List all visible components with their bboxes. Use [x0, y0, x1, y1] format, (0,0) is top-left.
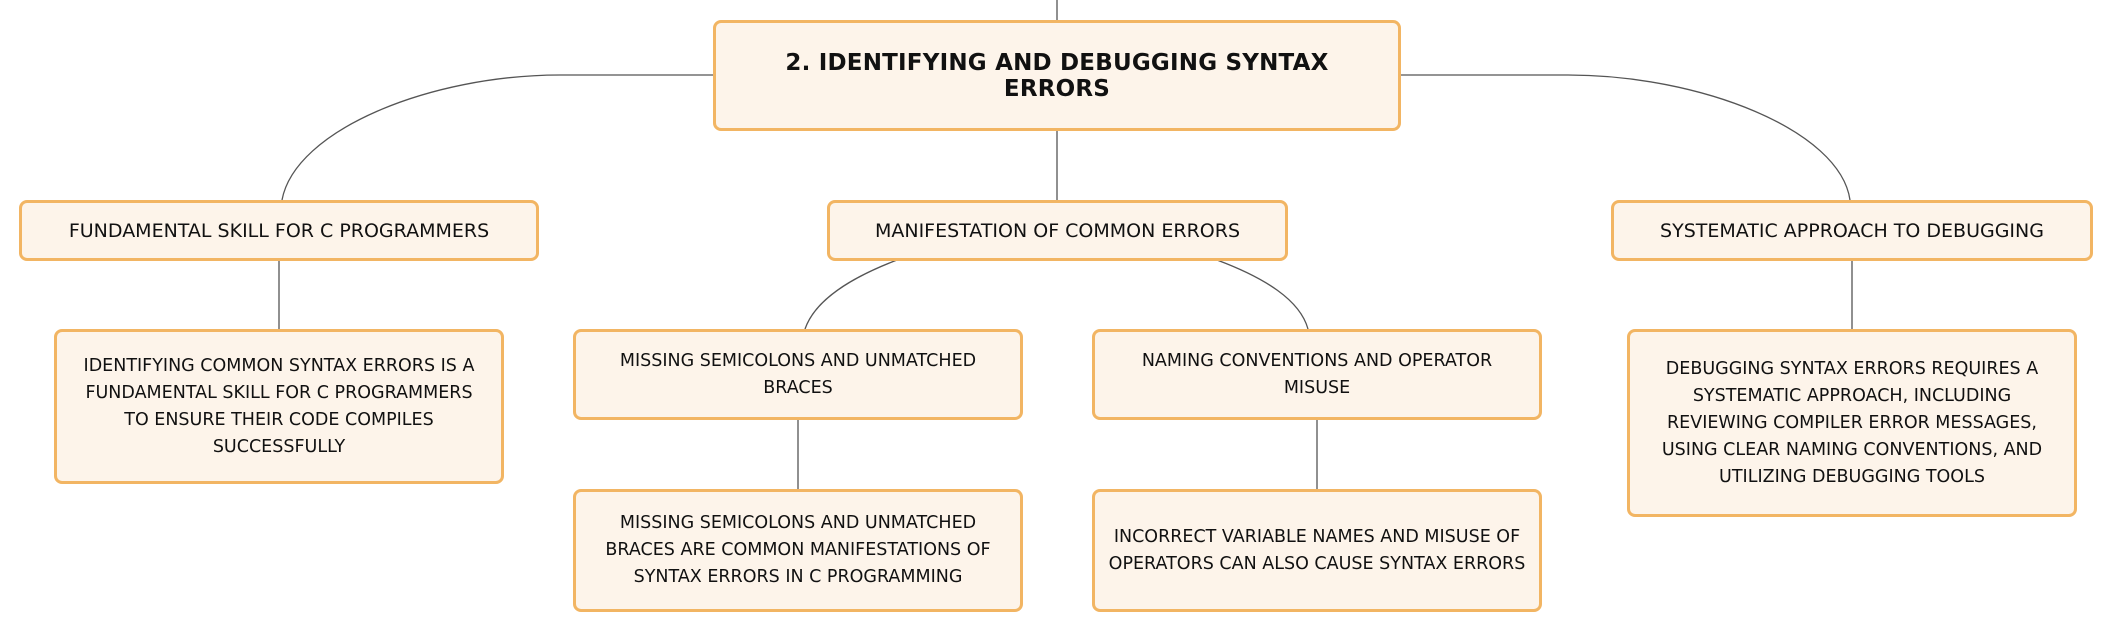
detail-node-systematic-approach[interactable]: DEBUGGING SYNTAX ERRORS REQUIRES A SYSTE…	[1627, 329, 2077, 517]
branch-node-systematic-approach[interactable]: SYSTEMATIC APPROACH TO DEBUGGING	[1611, 200, 2093, 261]
branch-node-label: SYSTEMATIC APPROACH TO DEBUGGING	[1660, 219, 2044, 242]
detail-node-text: INCORRECT VARIABLE NAMES AND MISUSE OF O…	[1108, 526, 1526, 574]
detail-node-fundamental-skill[interactable]: IDENTIFYING COMMON SYNTAX ERRORS IS A FU…	[54, 329, 504, 484]
sub-node-label: MISSING SEMICOLONS AND UNMATCHED BRACES	[619, 350, 977, 398]
branch-node-label: FUNDAMENTAL SKILL FOR C PROGRAMMERS	[68, 219, 490, 242]
branch-node-fundamental-skill[interactable]: FUNDAMENTAL SKILL FOR C PROGRAMMERS	[19, 200, 539, 261]
branch-node-label: MANIFESTATION OF COMMON ERRORS	[874, 219, 1241, 242]
detail-node-text: MISSING SEMICOLONS AND UNMATCHED BRACES …	[605, 513, 991, 587]
connector-manifestation-to-semicolons	[804, 259, 898, 330]
sub-node-naming-operators[interactable]: NAMING CONVENTIONS AND OPERATOR MISUSE	[1092, 329, 1542, 420]
root-node-label: 2. IDENTIFYING AND DEBUGGING SYNTAX ERRO…	[785, 49, 1329, 102]
detail-node-text: DEBUGGING SYNTAX ERRORS REQUIRES A SYSTE…	[1661, 358, 2043, 487]
connector-root-to-systematic-approach	[1400, 74, 1851, 201]
root-node[interactable]: 2. IDENTIFYING AND DEBUGGING SYNTAX ERRO…	[713, 20, 1401, 131]
detail-node-semicolons-braces[interactable]: MISSING SEMICOLONS AND UNMATCHED BRACES …	[573, 489, 1023, 612]
connector-manifestation-to-naming	[1216, 259, 1309, 330]
detail-node-naming-operators[interactable]: INCORRECT VARIABLE NAMES AND MISUSE OF O…	[1092, 489, 1542, 612]
branch-node-manifestation[interactable]: MANIFESTATION OF COMMON ERRORS	[827, 200, 1288, 261]
sub-node-semicolons-braces[interactable]: MISSING SEMICOLONS AND UNMATCHED BRACES	[573, 329, 1023, 420]
connector-root-to-fundamental-skill	[281, 74, 713, 201]
detail-node-text: IDENTIFYING COMMON SYNTAX ERRORS IS A FU…	[83, 355, 475, 457]
sub-node-label: NAMING CONVENTIONS AND OPERATOR MISUSE	[1141, 350, 1493, 398]
